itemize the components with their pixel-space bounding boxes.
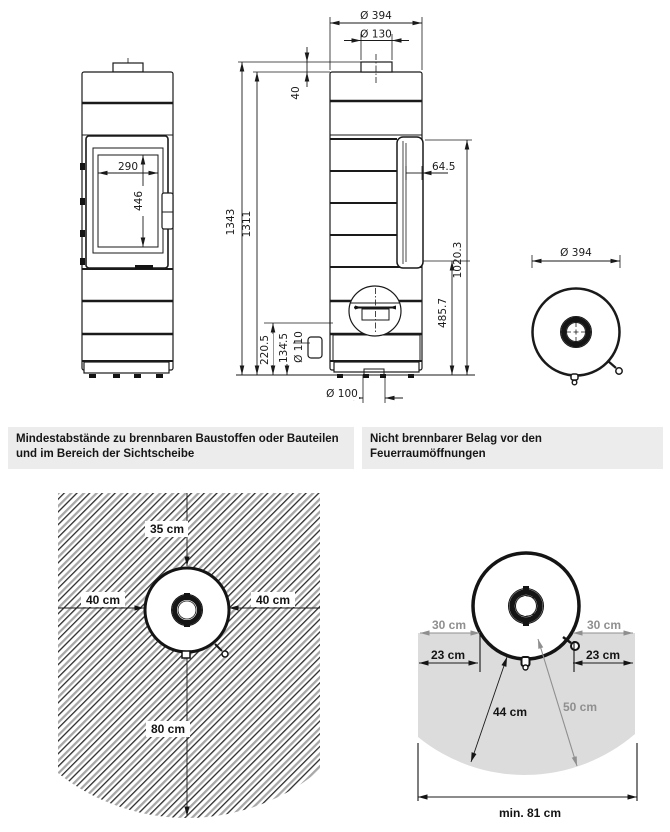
- door-glass: [97, 154, 159, 248]
- flue-collar: [509, 589, 543, 623]
- clearance-diagrams: 35 cm 40 cm 40 cm 80 cm 30 cm 30 cm 23 c…: [58, 493, 638, 820]
- dim-glass-height: 446: [133, 191, 145, 211]
- clearance-front-label: 80 cm: [151, 722, 185, 736]
- clearance-rear-label: 35 cm: [150, 522, 184, 536]
- base-plinth-front: [83, 361, 170, 374]
- stove-foot: [134, 374, 141, 378]
- handle-top: [607, 360, 617, 369]
- floor-radius-label: 50 cm: [563, 700, 597, 714]
- dim-door-depth: 64.5: [432, 161, 455, 173]
- combustible-zone-hatch: [58, 493, 320, 818]
- door-hinge: [80, 198, 85, 205]
- stove-foot: [89, 374, 96, 378]
- floor-protection-diagram: 30 cm 30 cm 23 cm 23 cm 44 cm 50 cm min.…: [417, 551, 638, 820]
- air-inlet-side: [307, 336, 323, 359]
- door-hinge: [80, 258, 85, 265]
- dim-glass-bottom-height: 485.7: [437, 298, 449, 328]
- heading-floor-protection-text: Nicht brennbarer Belag vor den Feuerraum…: [370, 433, 542, 461]
- floor-side-right-label: 30 cm: [587, 618, 621, 632]
- floor-side-left-label: 30 cm: [432, 618, 466, 632]
- dim-body-height: 1311: [241, 211, 253, 238]
- foot-top: [570, 373, 579, 381]
- dim-glass-top-height: 1020.3: [452, 242, 464, 279]
- side-view: Ø 394 Ø 130 40 1343 1311 220.5: [225, 10, 475, 403]
- dim-collar-height: 40: [290, 86, 302, 99]
- detail-balloon: [348, 285, 402, 337]
- foot: [181, 650, 191, 659]
- heading-clearances-line2: und im Bereich der Sichtscheibe: [16, 448, 195, 461]
- top-view: Ø 394: [531, 247, 623, 386]
- clearance-right-label: 40 cm: [256, 593, 290, 607]
- heading-floor-protection: Nicht brennbarer Belag vor den Feuerraum…: [362, 427, 663, 469]
- technical-drawing: 290 446: [80, 10, 623, 403]
- front-view: 290 446: [80, 58, 174, 378]
- dim-inlet-height-outer: 220.5: [259, 335, 271, 365]
- flue-collar-front: [112, 62, 144, 73]
- door-latch: [135, 265, 153, 269]
- heading-clearances-line1: Mindestabstände zu brennbaren Baustoffen…: [16, 433, 339, 445]
- dim-flue-diameter: Ø 130: [360, 29, 392, 41]
- stove-foot: [156, 374, 163, 378]
- dim-total-height: 1343: [225, 209, 237, 236]
- base-plinth-side: [333, 361, 420, 373]
- floor-min-width-label: min. 81 cm: [499, 806, 561, 820]
- door-side: [396, 136, 424, 269]
- flue-collar: [172, 595, 202, 625]
- dim-top-view-diameter: Ø 394: [560, 247, 592, 259]
- heading-clearances: Mindestabstände zu brennbaren Baustoffen…: [8, 427, 354, 469]
- min-clearance-diagram: 35 cm 40 cm 40 cm 80 cm: [58, 493, 320, 818]
- dim-inlet-diameter: Ø 110: [293, 331, 305, 363]
- dim-floor-duct-diameter: Ø 100: [326, 388, 358, 400]
- door-hinge: [80, 230, 85, 237]
- dim-top-diameter: Ø 394: [360, 10, 392, 22]
- floor-depth-label: 44 cm: [493, 705, 527, 719]
- dim-inlet-height-inner: 134.5: [278, 333, 290, 363]
- flue-collar-side: [360, 61, 393, 73]
- dim-glass-width: 290: [118, 161, 138, 173]
- clearance-left-label: 40 cm: [86, 593, 120, 607]
- handle: [214, 643, 223, 652]
- door-handle: [161, 192, 174, 230]
- side-view-dimensions: Ø 394 Ø 130 40 1343 1311 220.5: [225, 10, 472, 403]
- stove-foot: [113, 374, 120, 378]
- floor-front-right-label: 23 cm: [586, 648, 620, 662]
- door-hinge: [80, 163, 85, 170]
- floor-front-left-label: 23 cm: [431, 648, 465, 662]
